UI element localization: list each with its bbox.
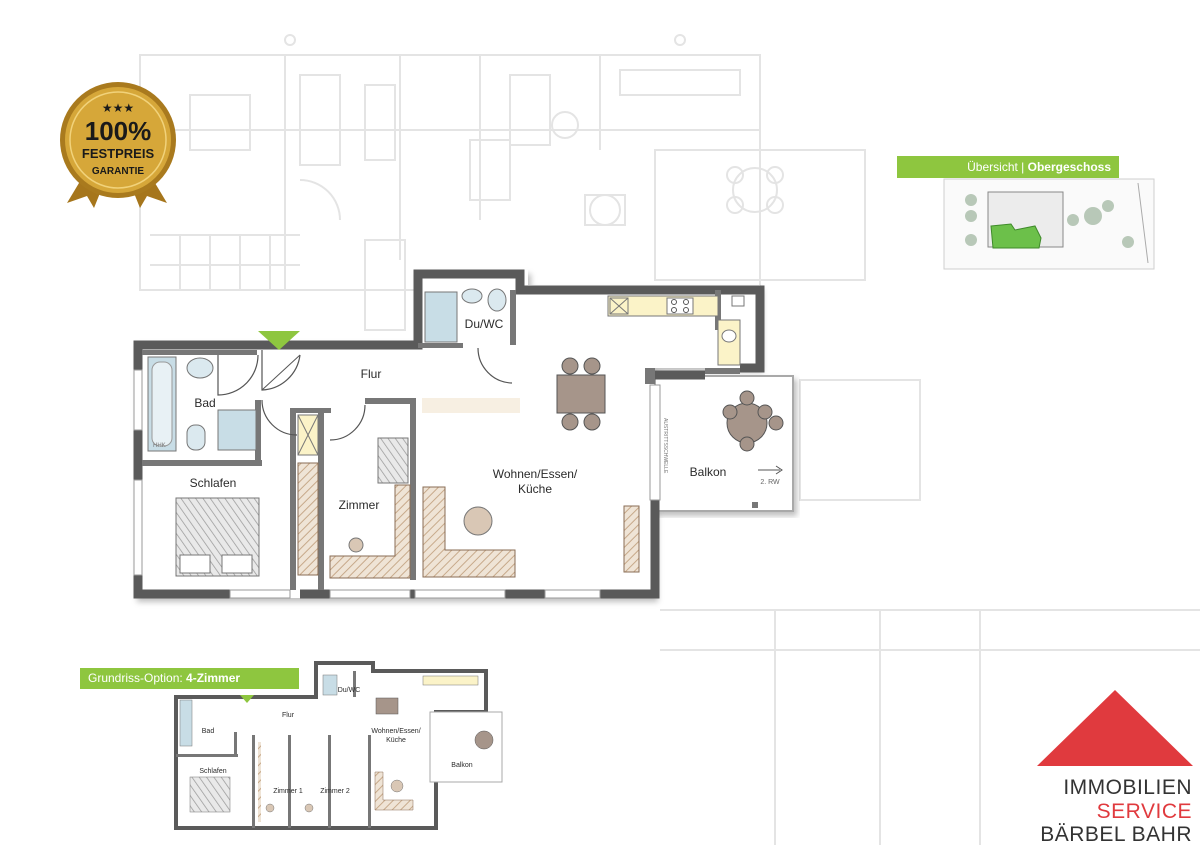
option-label-bold: 4-Zimmer [186,671,241,685]
room-label-schlafen: Schlafen [190,476,237,490]
balcony-area [654,375,794,512]
entry-marker [258,331,300,350]
company-line-2: SERVICE [1096,800,1192,823]
hhk-label: HHK [153,443,166,449]
option-room-zimmer2: Zimmer 2 [320,788,350,795]
room-label-flur: Flur [361,367,382,381]
room-label-zimmer: Zimmer [339,498,380,512]
overview-site-map [943,178,1155,270]
option-room-zimmer1: Zimmer 1 [273,788,303,795]
option-room-wohnen-1: Wohnen/Essen/ [371,728,420,735]
company-line-1: IMMOBILIEN [1063,776,1192,799]
option-label: Grundriss-Option: 4-Zimmer [80,668,299,689]
badge-garantie: GARANTIE [92,166,145,177]
room-label-bad: Bad [194,396,215,410]
room-label-wohnen-2: Küche [518,482,552,496]
room-label-du-wc: Du/WC [465,317,504,331]
overview-label: Übersicht | Obergeschoss [897,156,1119,178]
option-room-bad: Bad [202,728,215,735]
option-floor-plan: Flur Du/WC Bad Schlafen Zimmer 1 Zimmer … [174,661,503,830]
escape-route-label: 2. RW [760,479,780,486]
option-label-text: Grundriss-Option: [88,671,183,685]
overview-label-bold: Obergeschoss [1027,160,1111,174]
badge-festpreis: FESTPREIS [82,146,155,161]
guarantee-badge: ★★★ 100% FESTPREIS GARANTIE [60,82,176,208]
option-room-balkon: Balkon [451,762,473,769]
room-label-balkon: Balkon [690,465,727,479]
option-room-flur: Flur [282,712,295,719]
badge-percent: 100% [85,116,152,146]
overview-label-text: Übersicht | [967,160,1025,174]
option-room-du-wc: Du/WC [338,687,361,694]
company-line-3: BÄRBEL BAHR [1040,823,1192,846]
company-logo: BAHR [1037,690,1193,766]
badge-stars: ★★★ [102,101,134,115]
threshold-label: AUSTRITTSSCHWELLE [662,418,668,474]
option-room-schlafen: Schlafen [199,768,226,775]
room-label-wohnen-1: Wohnen/Essen/ [493,467,578,481]
option-room-wohnen-2: Küche [386,737,406,744]
